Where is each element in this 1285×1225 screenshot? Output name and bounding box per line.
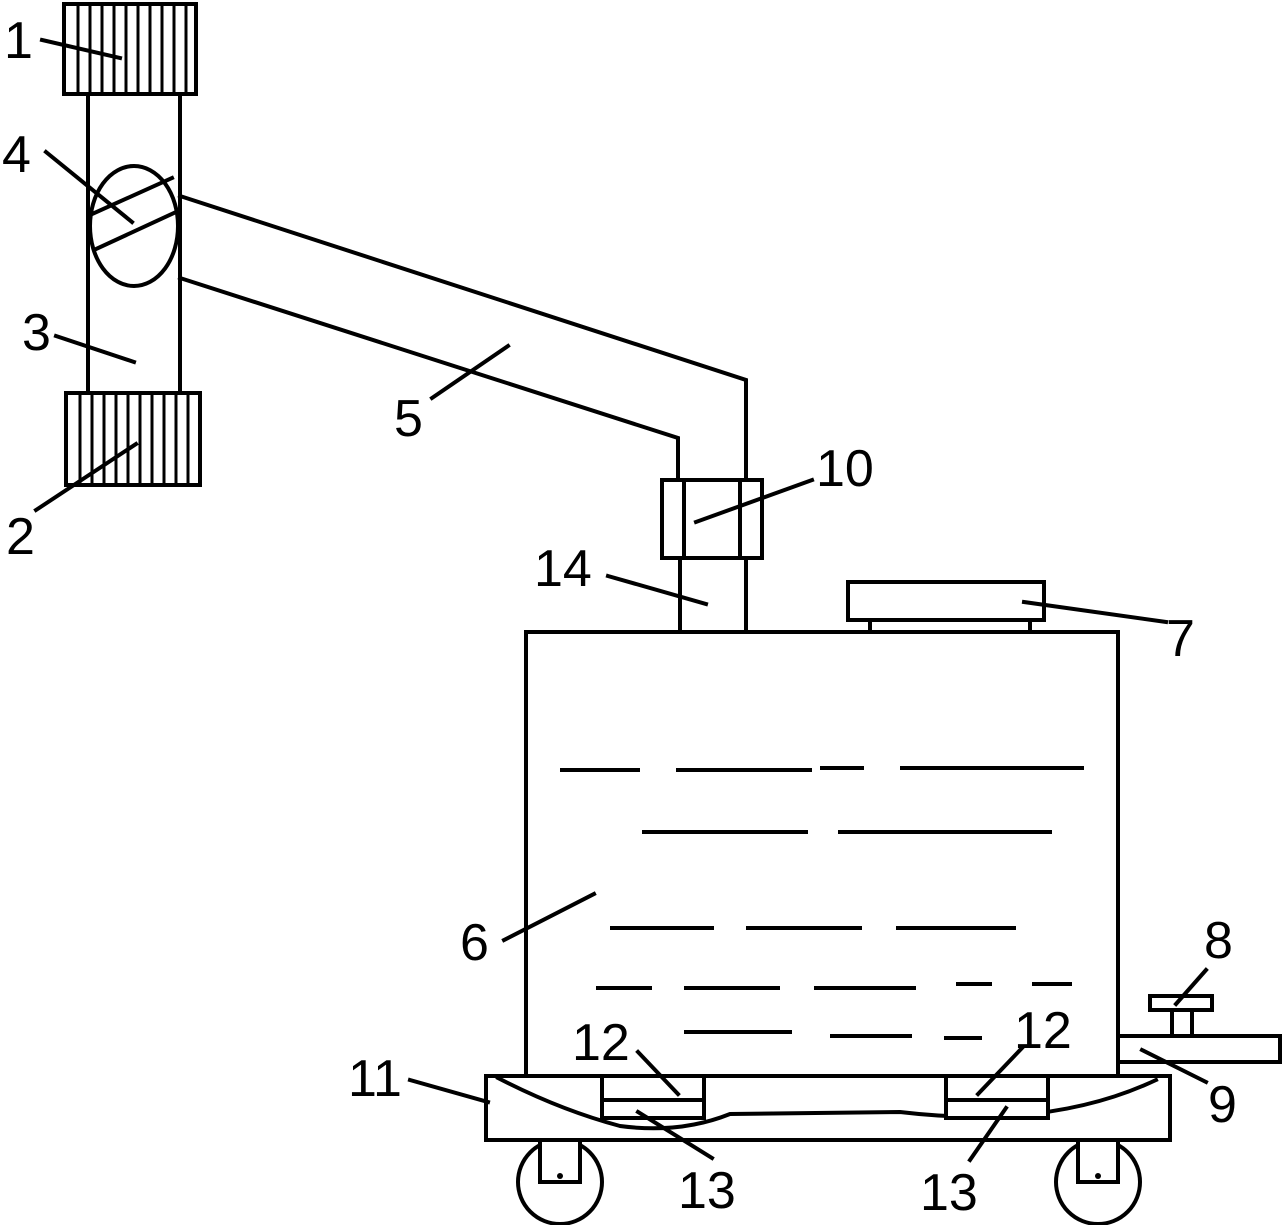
- label-1: 1: [4, 12, 33, 70]
- cover-7: [846, 580, 1046, 632]
- label-10: 10: [816, 440, 874, 498]
- drain-pipe-9: [1116, 1034, 1282, 1064]
- inclined-pipe-5: [177, 193, 748, 482]
- valve-4: [87, 164, 180, 288]
- liquid-level-lines: [560, 766, 1084, 1040]
- support-right-12-13: [944, 1074, 1050, 1120]
- wheel-right: [1054, 1138, 1142, 1225]
- short-pipe-14: [678, 556, 748, 634]
- label-13-left: 13: [678, 1162, 736, 1220]
- base-11: [484, 1074, 1172, 1142]
- label-12-right: 12: [1014, 1002, 1072, 1060]
- label-14: 14: [534, 540, 592, 598]
- label-4: 4: [2, 126, 31, 184]
- label-6: 6: [460, 914, 489, 972]
- label-5: 5: [394, 390, 423, 448]
- label-13-right: 13: [920, 1164, 978, 1222]
- coupling-10: [660, 478, 764, 560]
- label-8: 8: [1204, 912, 1233, 970]
- bottom-clamp-2: [64, 391, 202, 487]
- vertical-tube-3: [86, 93, 182, 395]
- support-left-12-13: [600, 1074, 706, 1120]
- wheel-left: [516, 1138, 604, 1225]
- label-2: 2: [6, 508, 35, 566]
- label-3: 3: [22, 304, 51, 362]
- tap-8: [1148, 994, 1214, 1038]
- tank-6: [524, 630, 1120, 1079]
- label-9: 9: [1208, 1076, 1237, 1134]
- label-12-left: 12: [572, 1014, 630, 1072]
- label-11: 11: [348, 1050, 402, 1108]
- leader-lines: [33, 37, 1209, 1163]
- label-7: 7: [1166, 610, 1195, 668]
